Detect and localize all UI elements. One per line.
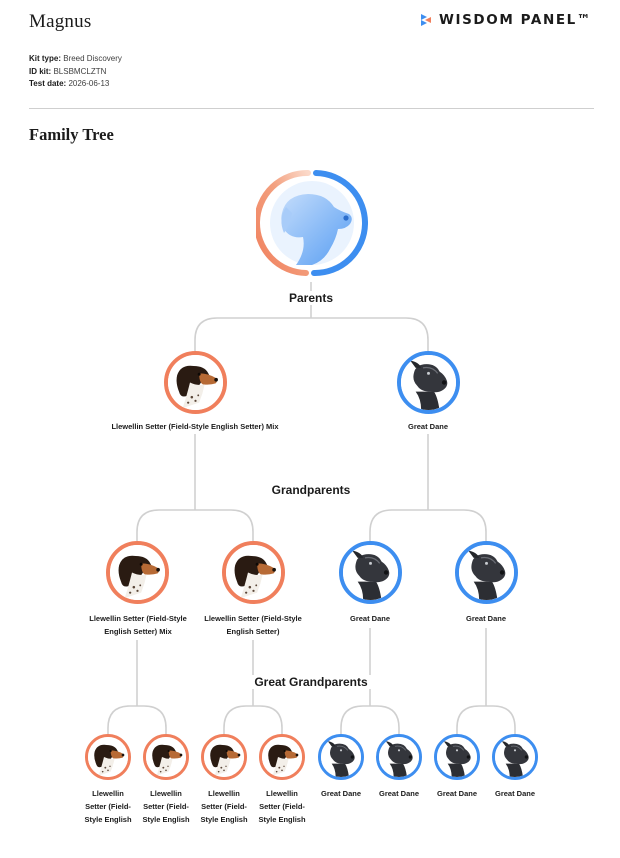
great-grandparent-node-setter[interactable] [85, 734, 131, 780]
grandparent-breed-label: Great Dane [465, 614, 507, 623]
great-grandparent-breed-label: Great Dane [320, 789, 362, 798]
id-kit-row: ID kit: BLSBMCLZTN [29, 66, 122, 79]
grandparent-node-great-dane[interactable] [339, 541, 402, 604]
setter-dog-icon [204, 737, 244, 777]
great-grandparent-breed-label: Llewellin Setter (Field-Style English [84, 789, 132, 824]
subject-dog-node [256, 167, 368, 279]
great-grandparent-node-setter[interactable] [143, 734, 189, 780]
setter-dog-icon [226, 545, 281, 600]
dog-name: Magnus [29, 11, 92, 32]
test-date-row: Test date: 2026-06-13 [29, 78, 122, 91]
great-dane-dog-icon [437, 737, 477, 777]
test-date-label: Test date: [29, 79, 67, 88]
parent-node-setter-mix[interactable] [164, 351, 227, 414]
great-dane-dog-icon [401, 355, 456, 410]
kit-meta: Kit type: Breed Discovery ID kit: BLSBMC… [29, 53, 122, 91]
kit-type-label: Kit type: [29, 54, 61, 63]
great-grandparent-breed-label: Great Dane [436, 789, 478, 798]
great-grandparents-label: Great Grandparents [250, 675, 372, 689]
setter-dog-icon [88, 737, 128, 777]
id-kit-value: BLSBMCLZTN [53, 66, 107, 76]
setter-dog-icon [262, 737, 302, 777]
grandparent-breed-label: Llewellin Setter (Field-Style English Se… [204, 614, 302, 636]
parent-breed-label: Great Dane [407, 422, 449, 431]
great-grandparent-breed-label: Great Dane [378, 789, 420, 798]
great-grandparent-node-great-dane[interactable] [376, 734, 422, 780]
great-grandparent-breed-label: Llewellin Setter (Field-Style English [142, 789, 190, 824]
great-dane-dog-icon [459, 545, 514, 600]
great-grandparent-node-setter[interactable] [259, 734, 305, 780]
header-divider [29, 108, 594, 109]
setter-dog-icon [146, 737, 186, 777]
kit-type-value: Breed Discovery [63, 54, 122, 63]
great-grandparent-node-great-dane[interactable] [434, 734, 480, 780]
parents-label: Parents [284, 291, 338, 305]
great-dane-dog-icon [321, 737, 361, 777]
grandparent-breed-label: Great Dane [349, 614, 391, 623]
great-grandparent-node-great-dane[interactable] [492, 734, 538, 780]
great-dane-dog-icon [343, 545, 398, 600]
grandparent-node-great-dane[interactable] [455, 541, 518, 604]
parent-node-great-dane[interactable] [397, 351, 460, 414]
kit-type-row: Kit type: Breed Discovery [29, 53, 122, 66]
great-grandparent-node-setter[interactable] [201, 734, 247, 780]
grandparent-breed-label: Llewellin Setter (Field-Style English Se… [89, 614, 187, 636]
setter-dog-icon [110, 545, 165, 600]
great-grandparent-breed-label: Llewellin Setter (Field-Style English [258, 789, 306, 824]
dog-silhouette-icon [256, 169, 368, 277]
parent-breed-label: Llewellin Setter (Field-Style English Se… [111, 422, 279, 431]
family-tree-title: Family Tree [29, 125, 114, 144]
great-grandparent-node-great-dane[interactable] [318, 734, 364, 780]
grandparents-label: Grandparents [267, 483, 355, 497]
grandparent-node-setter[interactable] [222, 541, 285, 604]
great-dane-dog-icon [495, 737, 535, 777]
great-grandparent-breed-label: Great Dane [494, 789, 536, 798]
setter-dog-icon [168, 355, 223, 410]
wisdom-panel-logo-icon [421, 14, 431, 26]
test-date-value: 2026-06-13 [68, 79, 110, 88]
id-kit-label: ID kit: [29, 66, 52, 76]
brand-name: WISDOM PANEL™ [439, 12, 592, 28]
brand-logo: WISDOM PANEL™ [420, 12, 592, 28]
grandparent-node-setter-mix[interactable] [106, 541, 169, 604]
great-grandparent-breed-label: Llewellin Setter (Field-Style English [200, 789, 248, 824]
great-dane-dog-icon [379, 737, 419, 777]
